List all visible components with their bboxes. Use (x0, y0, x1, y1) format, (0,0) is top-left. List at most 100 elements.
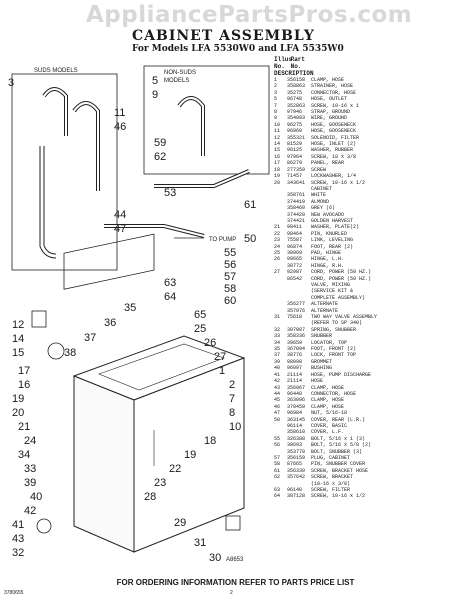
row-part-no: 86279 (287, 160, 303, 167)
row-illus-no: 57 (274, 454, 281, 461)
callout-number: 61 (244, 199, 256, 211)
row-illus-no: 11 (274, 128, 281, 135)
outlet-hose-inner (40, 146, 57, 258)
row-description: SPRING, SNUBBER (311, 326, 357, 333)
row-description: PANEL, REAR (311, 160, 345, 167)
row-illus-no: 41 (274, 371, 281, 378)
row-description: LINK, LEVELING (311, 237, 354, 244)
row-description: CLAMP, HOSE (311, 403, 345, 410)
row-description: HINGE, L.H. (311, 256, 345, 263)
row-illus-no: 12 (274, 134, 281, 141)
row-description: NEW AVOCADO (311, 211, 345, 218)
header-part-no: Part No. (290, 56, 306, 70)
row-description: GROMMET (311, 358, 333, 365)
ordering-footer: FOR ORDERING INFORMATION REFER TO PARTS … (116, 578, 355, 587)
callout-number: 57 (224, 271, 236, 283)
row-description: ALTERNATE (311, 301, 339, 308)
row-part-no: 356067 (287, 384, 306, 391)
row-description: HOSE, GOOSENECK (311, 128, 357, 135)
row-description: (SERVICE KIT & (311, 288, 354, 295)
row-part-no: 21114 (287, 371, 303, 378)
callout-number: 15 (12, 347, 24, 359)
row-part-no: 356159 (287, 454, 306, 461)
callout-number: 47 (114, 223, 126, 235)
row-part-no: 343641 (287, 179, 306, 186)
row-description: CLAMP, HOSE (311, 77, 345, 83)
table-row: CABINET (274, 186, 469, 192)
row-part-no: 353770 (287, 448, 306, 455)
row-description: HINGE, R.H. (311, 262, 345, 269)
table-row: (SERVICE KIT & (274, 288, 469, 294)
cabinet-left-side (73, 375, 135, 553)
row-part-no: 39659 (287, 339, 303, 346)
gooseneck-hose (42, 87, 68, 136)
row-description: PAD, HINGE (311, 249, 342, 256)
row-part-no: 87665 (287, 461, 303, 468)
callout-number: 30 (209, 552, 221, 564)
row-description: STRAP, GROUND (311, 109, 351, 116)
row-part-no: 81529 (287, 141, 303, 148)
row-description: HOSE, OUTLET (311, 96, 348, 103)
row-description: BUSHING (311, 365, 333, 372)
header-illus-no: Illus. No. (274, 56, 296, 70)
row-part-no: 38776 (287, 352, 303, 359)
diagram-ref-code: A8653 (226, 557, 244, 563)
row-illus-no: 20 (274, 179, 281, 186)
callout-number: 10 (229, 421, 241, 433)
row-illus-no: 61 (274, 467, 281, 474)
row-description: SOLENOID, FILTER (311, 134, 360, 141)
row-illus-no: 16 (274, 153, 281, 160)
callout-number: 40 (30, 491, 42, 503)
header-description: DESCRIPTION (274, 70, 314, 77)
row-description: SCREW, BRACKET (311, 474, 354, 481)
row-illus-no: 22 (274, 230, 281, 237)
callout-number: 36 (104, 317, 116, 329)
pump-hose-inner (104, 225, 205, 237)
row-description: CABINET (311, 185, 333, 192)
row-description: CLAMP, HOSE (311, 384, 345, 391)
callout-number: 17 (18, 365, 30, 377)
callout-number: 58 (224, 283, 236, 295)
row-description: GREY (6) (311, 205, 336, 212)
row-part-no: 356339 (287, 467, 306, 474)
row-description: (10-16 x 3/8) (311, 480, 351, 487)
callout-number: 14 (12, 333, 24, 345)
non-suds-label-2: MODELS (164, 78, 189, 84)
row-illus-no: 45 (274, 397, 281, 404)
row-description: WASHER, RUBBER (311, 147, 354, 154)
row-description: CLAMP, HOSE (311, 397, 345, 404)
row-illus-no: 27 (274, 269, 281, 276)
callout-number: 33 (24, 463, 36, 475)
callout-number: 25 (194, 323, 206, 335)
row-part-no: 96960 (287, 128, 303, 135)
table-row: (10-16 x 3/8) (274, 481, 469, 487)
row-part-no: 38969 (287, 249, 303, 256)
row-part-no: 38772 (287, 262, 303, 269)
callout-number: 56 (224, 259, 236, 271)
row-part-no: 277359 (287, 166, 306, 173)
callout-number: 2 (229, 379, 235, 391)
row-part-no: 96984 (287, 410, 303, 417)
row-description: PIN, SNUBBER COVER (311, 461, 366, 468)
